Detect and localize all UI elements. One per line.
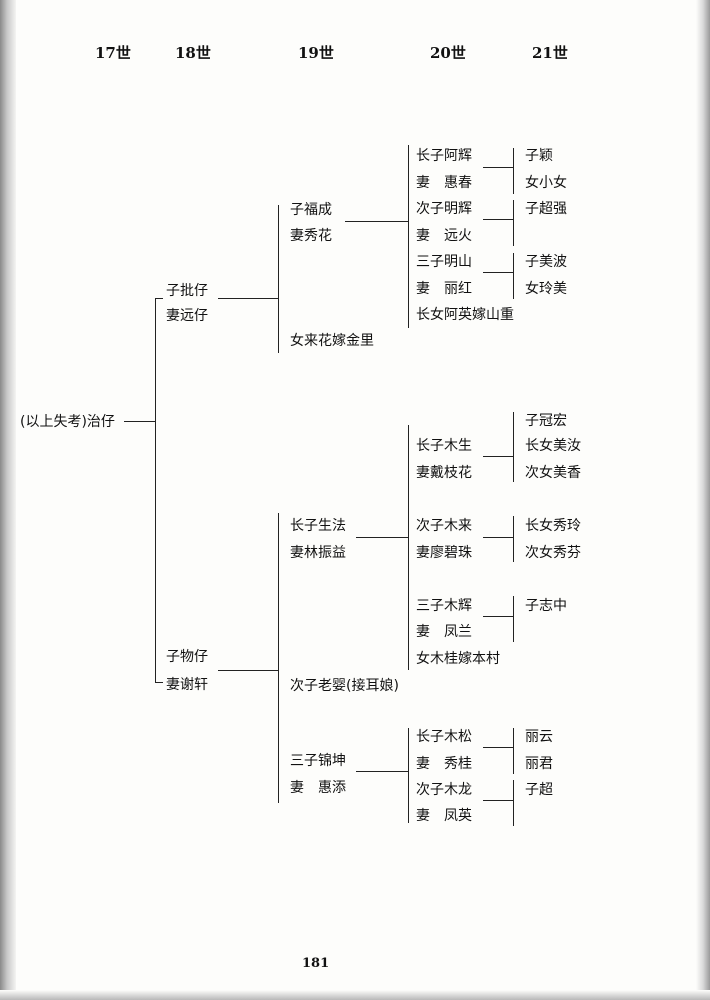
person-meibo: 子美波 bbox=[525, 254, 567, 270]
connector-pizai-tick bbox=[155, 298, 163, 299]
person-mulong-wife: 妻 凤英 bbox=[416, 808, 472, 824]
person-minghui-wife: 妻 远火 bbox=[416, 228, 472, 244]
person-liyun: 丽云 bbox=[525, 729, 553, 745]
generation-header-17: 17世 bbox=[95, 44, 131, 62]
person-wuzai: 子物仔 bbox=[166, 649, 208, 665]
connector-pizai-children bbox=[218, 298, 278, 299]
person-musheng-wife: 妻戴枝花 bbox=[416, 465, 472, 481]
person-musheng: 长子木生 bbox=[416, 438, 472, 454]
connector-minghui-children bbox=[483, 219, 513, 220]
person-zhizhong: 子志中 bbox=[525, 598, 567, 614]
connector-mingshan-branch bbox=[513, 253, 514, 299]
connector-wuzai-children bbox=[218, 670, 278, 671]
root-ancestor: (以上失考)治仔 bbox=[20, 414, 115, 430]
connector-muhui-children bbox=[483, 616, 513, 617]
person-mingshan: 三子明山 bbox=[416, 254, 472, 270]
connector-ahui-branch bbox=[513, 148, 514, 194]
connector-mingshan-children bbox=[483, 272, 513, 273]
connector-ahui-children bbox=[483, 167, 513, 168]
person-wuzai-wife: 妻谢轩 bbox=[166, 677, 208, 693]
connector-root bbox=[124, 421, 156, 422]
connector-shengfa-branch bbox=[408, 425, 409, 670]
person-mulong: 次子木龙 bbox=[416, 782, 472, 798]
person-chaoqiang: 子超强 bbox=[525, 201, 567, 217]
connector-musheng-children bbox=[483, 456, 513, 457]
person-xiufen: 次女秀芬 bbox=[525, 545, 581, 561]
person-musong-wife: 妻 秀桂 bbox=[416, 756, 472, 772]
page-number: 181 bbox=[302, 956, 330, 971]
person-ahui-wife: 妻 惠春 bbox=[416, 175, 472, 191]
generation-header-20: 20世 bbox=[430, 44, 466, 62]
person-shengfa: 长子生法 bbox=[290, 518, 346, 534]
connector-wuzai-tick bbox=[155, 682, 163, 683]
person-muhui-wife: 妻 凤兰 bbox=[416, 624, 472, 640]
generation-header-18: 18世 bbox=[175, 44, 211, 62]
person-meiru: 长女美汝 bbox=[525, 438, 581, 454]
person-shengfa-wife: 妻林振益 bbox=[290, 545, 346, 561]
person-pizai: 子批仔 bbox=[166, 283, 208, 299]
person-mugui: 女木桂嫁本村 bbox=[416, 651, 500, 667]
person-laihua: 女来花嫁金里 bbox=[290, 333, 374, 349]
connector-fucheng-branch bbox=[408, 145, 409, 328]
person-fucheng-wife: 妻秀花 bbox=[290, 228, 332, 244]
person-meixiang: 次女美香 bbox=[525, 465, 581, 481]
scan-edge-right bbox=[696, 0, 710, 1000]
person-lijun: 丽君 bbox=[525, 756, 553, 772]
person-mulai-wife: 妻廖碧珠 bbox=[416, 545, 472, 561]
generation-header-19: 19世 bbox=[298, 44, 334, 62]
person-fucheng: 子福成 bbox=[290, 202, 332, 218]
connector-wuzai-branch bbox=[278, 513, 279, 803]
person-mulai: 次子木来 bbox=[416, 518, 472, 534]
connector-mulai-branch bbox=[513, 516, 514, 562]
connector-pizai-branch bbox=[278, 205, 279, 353]
connector-mulong-branch bbox=[513, 780, 514, 826]
connector-gen18-trunk bbox=[155, 298, 156, 683]
connector-jinkun-branch bbox=[408, 728, 409, 823]
connector-muhui-branch bbox=[513, 596, 514, 642]
person-jinkun: 三子锦坤 bbox=[290, 753, 346, 769]
scan-edge-bottom bbox=[0, 990, 710, 1000]
connector-mulong-children bbox=[483, 800, 513, 801]
person-laoying: 次子老婴(接耳娘) bbox=[290, 678, 399, 694]
connector-fucheng-children bbox=[345, 221, 408, 222]
person-pizai-wife: 妻远仔 bbox=[166, 308, 208, 324]
person-jinkun-wife: 妻 惠添 bbox=[290, 780, 346, 796]
person-zichao: 子超 bbox=[525, 782, 553, 798]
connector-musong-children bbox=[483, 747, 513, 748]
person-aying: 长女阿英嫁山重 bbox=[416, 307, 514, 323]
connector-jinkun-children bbox=[356, 771, 408, 772]
person-ziying: 子颖 bbox=[525, 148, 553, 164]
person-ahui: 长子阿辉 bbox=[416, 148, 472, 164]
person-mingshan-wife: 妻 丽红 bbox=[416, 281, 472, 297]
scan-edge-left bbox=[0, 0, 16, 1000]
person-muhui: 三子木辉 bbox=[416, 598, 472, 614]
connector-musong-branch bbox=[513, 728, 514, 774]
person-guanhong: 子冠宏 bbox=[525, 413, 567, 429]
person-minghui: 次子明辉 bbox=[416, 201, 472, 217]
person-musong: 长子木松 bbox=[416, 729, 472, 745]
connector-mulai-children bbox=[483, 537, 513, 538]
connector-musheng-branch bbox=[513, 412, 514, 482]
person-nvxiaonv: 女小女 bbox=[525, 175, 567, 191]
person-xiuling: 长女秀玲 bbox=[525, 518, 581, 534]
generation-header-21: 21世 bbox=[532, 44, 568, 62]
connector-minghui-branch bbox=[513, 200, 514, 246]
connector-shengfa-children bbox=[356, 537, 408, 538]
person-lingmei: 女玲美 bbox=[525, 281, 567, 297]
